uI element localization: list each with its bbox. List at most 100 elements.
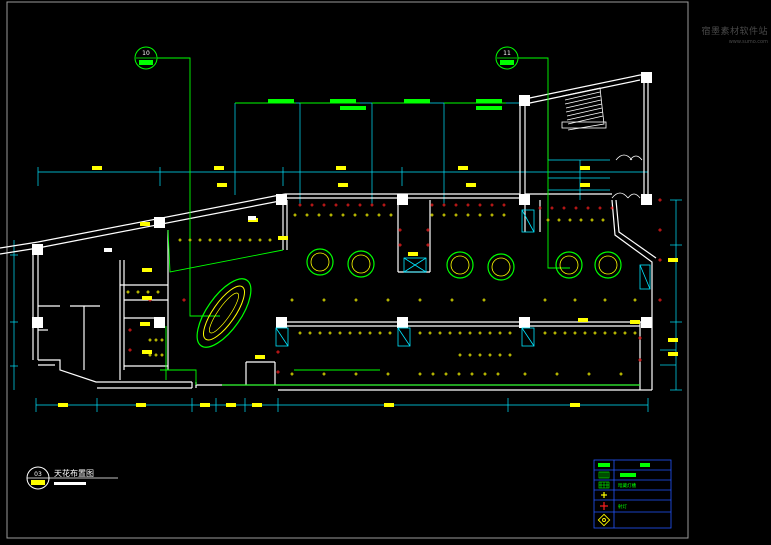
spot-light-icon xyxy=(386,372,390,376)
oval-ceiling-icon xyxy=(196,278,252,348)
red-cross-light-icon xyxy=(182,298,186,302)
dimension-tag xyxy=(630,320,640,324)
dimension-tag xyxy=(214,166,224,170)
spot-light-icon xyxy=(322,298,326,302)
dimension-lines xyxy=(10,102,682,412)
spot-light-icon xyxy=(329,213,333,217)
callout-11-label: 11 xyxy=(503,50,511,57)
spot-light-icon xyxy=(290,372,294,376)
dimension-tag xyxy=(92,166,102,170)
dimension-tag xyxy=(330,99,356,103)
spot-light-icon xyxy=(633,298,637,302)
spot-light-icon xyxy=(442,213,446,217)
spot-light-icon xyxy=(603,331,607,335)
red-cross-light-icon xyxy=(658,228,662,232)
spot-light-icon xyxy=(543,331,547,335)
spot-light-icon xyxy=(354,372,358,376)
red-cross-light-icon xyxy=(562,206,566,210)
spot-light-icon xyxy=(208,238,212,242)
stair-icon xyxy=(547,87,643,199)
spot-light-icon xyxy=(593,331,597,335)
spot-light-icon xyxy=(587,372,591,376)
spot-light-icon xyxy=(619,372,623,376)
view-number: 03 xyxy=(34,471,42,478)
dimension-tag xyxy=(338,183,348,187)
building-walls xyxy=(0,74,657,391)
legend-fan-icon xyxy=(597,513,611,527)
callout-11: 11 xyxy=(495,46,519,70)
red-cross-light-icon xyxy=(128,328,132,332)
structural-columns xyxy=(32,72,652,328)
red-cross-light-icon xyxy=(638,358,642,362)
spot-light-icon xyxy=(457,372,461,376)
spot-light-icon xyxy=(154,353,158,357)
spot-light-icon xyxy=(146,290,150,294)
red-cross-light-icon xyxy=(466,203,470,207)
dimension-tag xyxy=(580,166,590,170)
spot-light-icon xyxy=(623,331,627,335)
dimension-tag xyxy=(142,296,152,300)
dimension-tag xyxy=(476,99,502,103)
spot-light-icon xyxy=(154,338,158,342)
dimension-tag xyxy=(476,106,502,110)
dimension-tag xyxy=(58,403,68,407)
spot-light-icon xyxy=(470,372,474,376)
spot-light-icon xyxy=(466,213,470,217)
red-cross-light-icon xyxy=(586,206,590,210)
dimension-tag xyxy=(200,403,210,407)
spot-light-icon xyxy=(502,213,506,217)
red-cross-light-icon xyxy=(658,198,662,202)
spot-light-icon xyxy=(490,213,494,217)
red-cross-light-icon xyxy=(398,228,402,232)
dimension-tag xyxy=(217,183,227,187)
dimension-tag xyxy=(252,403,262,407)
dimension-tag xyxy=(384,403,394,407)
spot-light-icon xyxy=(386,298,390,302)
spot-light-icon xyxy=(341,213,345,217)
spot-light-icon xyxy=(603,298,607,302)
red-cross-light-icon xyxy=(310,203,314,207)
spot-light-icon xyxy=(378,331,382,335)
spot-light-icon xyxy=(458,331,462,335)
dimension-tag xyxy=(668,352,678,356)
spot-light-icon xyxy=(488,353,492,357)
red-cross-light-icon xyxy=(442,203,446,207)
red-cross-light-icon xyxy=(358,203,362,207)
dimension-tag xyxy=(580,183,590,187)
spot-light-icon xyxy=(448,331,452,335)
red-cross-light-icon xyxy=(322,203,326,207)
spot-light-icon xyxy=(156,290,160,294)
watermark-url: www.sumo.com xyxy=(728,39,768,45)
spot-light-icon xyxy=(317,213,321,217)
spot-light-icon xyxy=(248,238,252,242)
spot-light-icon xyxy=(430,213,434,217)
red-cross-light-icon xyxy=(638,336,642,340)
red-cross-light-icon xyxy=(658,298,662,302)
spot-light-icon xyxy=(444,372,448,376)
spot-light-icon xyxy=(377,213,381,217)
dimension-tag xyxy=(404,99,430,103)
spot-light-icon xyxy=(468,353,472,357)
spot-light-group xyxy=(126,213,637,376)
legend-symbols: 暗藏灯槽 射灯 xyxy=(597,463,650,527)
spot-light-icon xyxy=(305,213,309,217)
spot-light-icon xyxy=(496,372,500,376)
spot-light-icon xyxy=(573,298,577,302)
spot-light-icon xyxy=(563,331,567,335)
red-cross-light-icon xyxy=(502,203,506,207)
dimension-tag xyxy=(340,106,366,110)
spot-light-icon xyxy=(338,331,342,335)
round-chandelier-icon xyxy=(306,248,622,281)
spot-light-icon xyxy=(523,372,527,376)
spot-light-icon xyxy=(318,331,322,335)
drawing-title: 天花布置图 xyxy=(54,469,94,478)
spot-light-icon xyxy=(418,372,422,376)
spot-light-icon xyxy=(365,213,369,217)
dimension-tag xyxy=(255,355,265,359)
callout-10-label: 10 xyxy=(142,50,150,57)
spot-light-icon xyxy=(354,298,358,302)
spot-light-icon xyxy=(218,238,222,242)
spot-light-icon xyxy=(308,331,312,335)
red-cross-light-icon xyxy=(128,348,132,352)
spot-light-icon xyxy=(483,372,487,376)
